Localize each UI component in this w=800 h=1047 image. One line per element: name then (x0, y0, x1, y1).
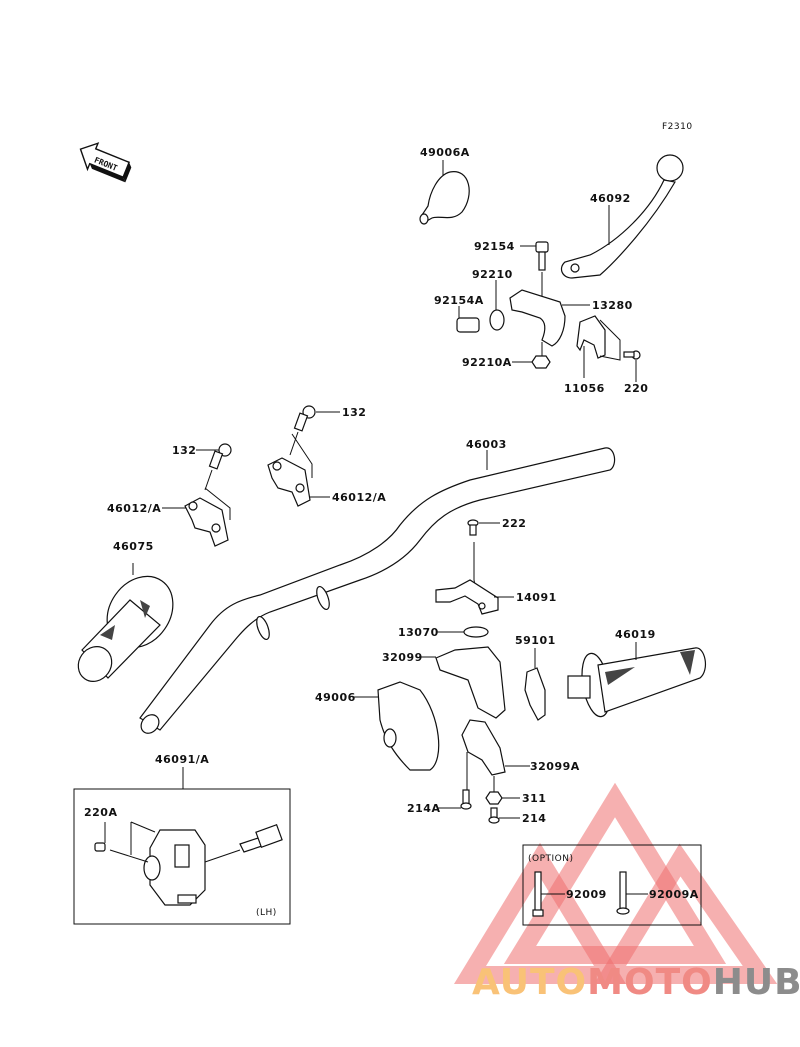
label-14091: 14091 (516, 591, 557, 604)
part-92154-bolt (520, 241, 549, 300)
label-32099: 32099 (382, 651, 423, 664)
watermark-logo-icon (453, 782, 778, 984)
part-132-bolt-right (289, 405, 340, 456)
label-46012A-right: 46012/A (332, 491, 386, 504)
watermark-text: AUTOMOTOHUB (472, 962, 800, 1003)
part-214-screw (488, 807, 520, 824)
part-92154A-bolt (456, 306, 480, 333)
label-49006: 49006 (315, 691, 356, 704)
label-46019: 46019 (615, 628, 656, 641)
part-13070-nut (436, 626, 489, 638)
part-214A-screw (438, 789, 472, 810)
part-13280-holder (509, 289, 590, 347)
option-box-frame (522, 844, 702, 926)
part-46012A-holder-left (162, 487, 231, 547)
label-222: 222 (502, 517, 526, 530)
label-46091A: 46091/A (155, 753, 209, 766)
switch-side-label: (LH) (256, 908, 277, 918)
part-14091-holder (435, 579, 514, 615)
part-132-bolt-left (196, 443, 232, 491)
part-46075-left-grip (77, 563, 174, 682)
label-49006A: 49006A (420, 146, 470, 159)
part-92009A-bolt (616, 871, 648, 915)
part-311-nut (485, 776, 520, 805)
label-46092: 46092 (590, 192, 631, 205)
label-92009A: 92009A (649, 888, 699, 901)
part-59101-pulley (524, 648, 546, 721)
label-11056: 11056 (564, 382, 605, 395)
watermark-hub: HUB (713, 962, 800, 1003)
part-32099-housing-upper (420, 646, 506, 719)
label-92154: 92154 (474, 240, 515, 253)
label-59101: 59101 (515, 634, 556, 647)
label-92210: 92210 (472, 268, 513, 281)
label-32099A: 32099A (530, 760, 580, 773)
label-46075: 46075 (113, 540, 154, 553)
label-214A: 214A (407, 802, 440, 815)
label-132-right: 132 (342, 406, 366, 419)
part-32099A-housing-lower (461, 719, 530, 790)
label-92210A: 92210A (462, 356, 512, 369)
part-222-screw (467, 519, 500, 601)
part-92210-adjuster (489, 280, 505, 331)
part-46012A-holder-right (267, 433, 330, 507)
part-11056-clamp (576, 315, 621, 378)
label-13280: 13280 (592, 299, 633, 312)
part-49006A-lever-cover (419, 160, 470, 225)
front-arrow-icon: FRONT (79, 142, 132, 183)
part-220-screw (623, 350, 641, 382)
label-311: 311 (522, 792, 546, 805)
label-13070: 13070 (398, 626, 439, 639)
watermark-moto: MOTO (587, 962, 713, 1003)
part-46019-throttle-grip (567, 642, 707, 718)
label-214: 214 (522, 812, 546, 825)
label-92154A: 92154A (434, 294, 484, 307)
switch-box-frame (73, 788, 291, 925)
watermark-auto: AUTO (472, 962, 587, 1003)
part-46092-lever (560, 154, 684, 279)
figure-code: F2310 (662, 122, 693, 132)
label-92009: 92009 (566, 888, 607, 901)
part-46003-handlebar (139, 447, 616, 734)
part-92009-bolt (532, 871, 565, 917)
label-220: 220 (624, 382, 648, 395)
part-92210A-nut (512, 342, 551, 369)
part-49006-throttle-cover (354, 681, 440, 771)
label-132-left: 132 (172, 444, 196, 457)
label-46012A-left: 46012/A (107, 502, 161, 515)
label-220A: 220A (84, 806, 117, 819)
option-title: (OPTION) (528, 854, 574, 864)
label-46003: 46003 (466, 438, 507, 451)
part-46091A-switch (94, 821, 283, 906)
